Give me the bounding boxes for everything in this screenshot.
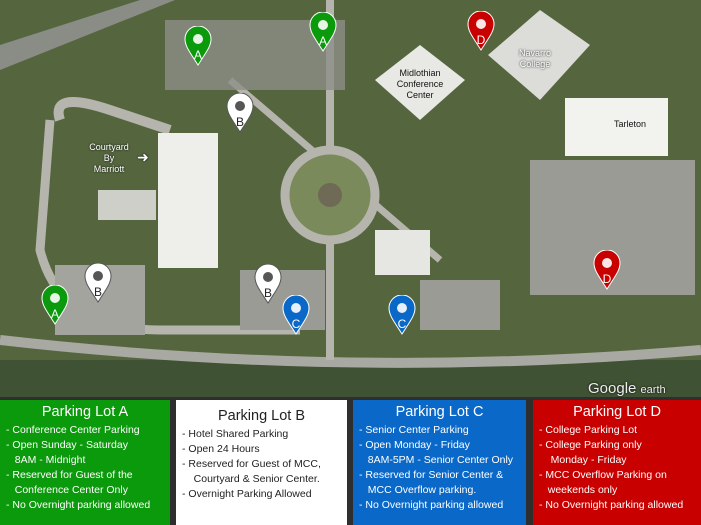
map-imagery xyxy=(0,0,701,397)
map-pin-icon xyxy=(593,249,621,290)
marker-letter: B xyxy=(93,285,102,299)
lot-rule: - Senior Center Parking xyxy=(359,424,469,436)
lot-rule: - Reserved for Senior Center & xyxy=(359,469,504,481)
map-marker-b[interactable]: B xyxy=(226,92,254,133)
lot-title: Parking Lot A xyxy=(41,404,129,420)
map-pin-icon xyxy=(388,294,416,335)
map-marker-c[interactable]: C xyxy=(388,294,416,335)
lot-rule: - MCC Overflow Parking on xyxy=(539,469,667,481)
lot-rule: - College Parking Lot xyxy=(539,424,638,436)
lot-rule: - Hotel Shared Parking xyxy=(182,428,289,440)
map-pin-icon xyxy=(41,284,69,325)
map-marker-b[interactable]: B xyxy=(254,263,282,304)
marker-letter: A xyxy=(50,307,59,321)
lot-rule: Monday - Friday xyxy=(539,454,627,466)
lot-rule: weekends only xyxy=(539,484,618,496)
map-marker-a[interactable]: A xyxy=(309,11,337,52)
map-pin-icon xyxy=(309,11,337,52)
lot-rule: - Reserved for Guest of MCC, xyxy=(182,458,321,470)
marker-letter: B xyxy=(263,286,272,300)
lot-rule: - No Overnight parking allowed xyxy=(539,499,684,511)
lot-rule: Conference Center Only xyxy=(6,484,128,496)
parking-lot-d-panel: Parking Lot D - College Parking Lot - Col… xyxy=(533,400,701,525)
lot-rule: - No Overnight parking allowed xyxy=(359,499,504,511)
map-pin-icon xyxy=(467,10,495,51)
marker-letter: A xyxy=(318,34,327,48)
marker-letter: D xyxy=(476,33,486,47)
lot-rule: - College Parking only xyxy=(539,439,642,451)
map-marker-d[interactable]: D xyxy=(593,249,621,290)
arrow-icon: ➜ xyxy=(137,149,149,165)
lot-rule: Courtyard & Senior Center. xyxy=(182,473,320,485)
map-pin-icon xyxy=(84,262,112,303)
lot-rule: 8AM - Midnight xyxy=(6,454,86,466)
map-marker-a[interactable]: A xyxy=(41,284,69,325)
parking-lot-a-panel: Parking Lot A - Conference Center Parkin… xyxy=(0,400,170,525)
marker-letter: D xyxy=(602,272,612,286)
lot-rule: - Conference Center Parking xyxy=(6,424,140,436)
lot-rule: - Open Monday - Friday xyxy=(359,439,470,451)
marker-letter: B xyxy=(235,115,244,129)
lot-rule: 8AM-5PM - Senior Center Only xyxy=(359,454,514,466)
map-pin-icon xyxy=(184,25,212,66)
marker-letter: C xyxy=(291,317,301,331)
marker-letter: C xyxy=(397,317,407,331)
lot-title: Parking Lot D xyxy=(573,404,661,420)
lot-rule: - Open 24 Hours xyxy=(182,443,260,455)
lot-rule: - No Overnight parking allowed xyxy=(6,499,151,511)
map-marker-b[interactable]: B xyxy=(84,262,112,303)
tarleton-label: Tarleton xyxy=(613,119,647,129)
lot-rule: - Overnight Parking Allowed xyxy=(182,488,312,500)
parking-lot-b-panel: Parking Lot B - Hotel Shared Parking - Op… xyxy=(176,400,347,525)
google-earth-watermark: Google earth xyxy=(588,380,666,397)
map-pin-icon xyxy=(282,294,310,335)
lot-title: Parking Lot B xyxy=(217,408,306,424)
map-marker-d[interactable]: D xyxy=(467,10,495,51)
map-pin-icon xyxy=(226,92,254,133)
lot-rule: - Reserved for Guest of the xyxy=(6,469,133,481)
map-marker-c[interactable]: C xyxy=(282,294,310,335)
lot-title: Parking Lot C xyxy=(395,404,484,420)
marker-letter: A xyxy=(193,48,202,62)
lot-rule: MCC Overflow parking. xyxy=(359,484,477,496)
map-marker-a[interactable]: A xyxy=(184,25,212,66)
parking-lot-c-panel: Parking Lot C - Senior Center Parking - O… xyxy=(353,400,526,525)
map-pin-icon xyxy=(254,263,282,304)
lot-rule: - Open Sunday - Saturday xyxy=(6,439,128,451)
